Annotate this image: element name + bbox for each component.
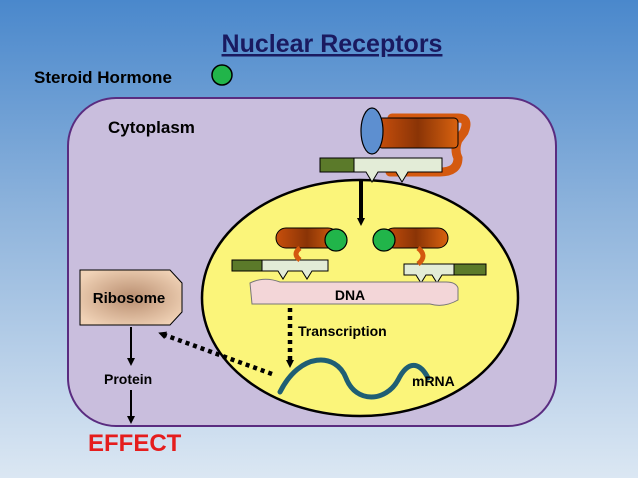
receptor-dna-binding-bar [319,157,357,173]
receptor-link-left [293,246,302,262]
page-title: Nuclear Receptors [222,30,443,58]
receptor-link-right [416,246,426,266]
translation-arrow [158,331,273,377]
receptor-hook [385,113,471,177]
dna-binding-bar-right [451,263,487,276]
dna-label: DNA [335,287,365,303]
receptor-body [377,117,459,149]
dna-binding-domain-left [261,259,329,280]
dna-binding-domain-right [403,263,455,284]
dna-strand [249,278,459,306]
dna-binding-bar-left [231,259,265,272]
ribosome [79,269,183,326]
steroid-hormone-label: Steroid Hormone [34,68,172,87]
receptor-dna-binding-domain [353,157,443,183]
bound-hormone-right [372,228,396,252]
mrna-label: mRNA [412,373,455,389]
mrna-strand [277,357,431,400]
ribosome-label: Ribosome [93,290,166,307]
nuclear-receptor-left [231,227,348,280]
transcription-label: Transcription [298,323,387,339]
bound-hormone-left [324,228,348,252]
nuclear-receptor-right [372,227,487,284]
cytoplasm-label: Cytoplasm [108,118,195,137]
hormone-binding-site [360,107,384,155]
steroid-hormone-icon [211,64,233,86]
effect-label: EFFECT [88,430,182,457]
protein-label: Protein [104,371,152,387]
cytoplasmic-receptor-complex [319,107,471,183]
